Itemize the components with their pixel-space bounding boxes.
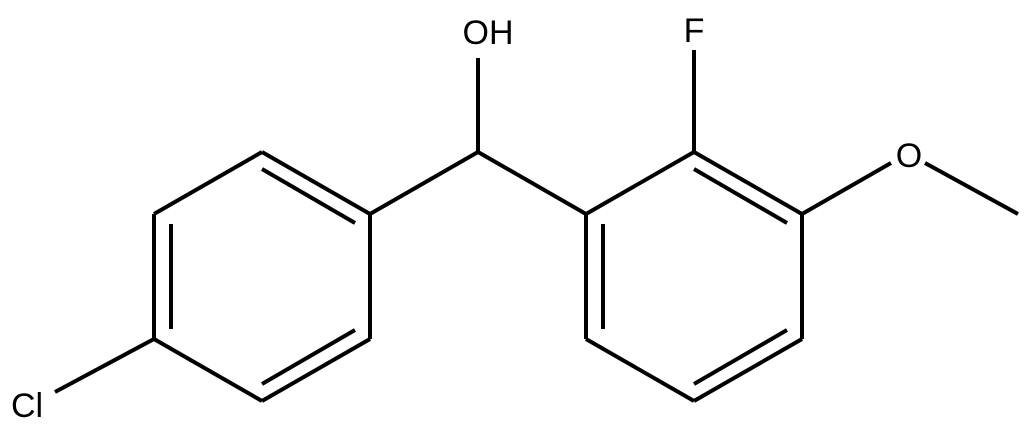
bond-methoxy-oxygen (801, 161, 892, 216)
bond-fluorophenyl-ring-5 (585, 337, 695, 403)
bonds (54, 50, 1019, 403)
bond-carbinol-fluorophenyl (477, 150, 587, 216)
hydroxyl-label: OH (463, 14, 514, 52)
bond-methoxy-methyl (924, 161, 1019, 216)
chlorine-label: Cl (11, 387, 43, 425)
bond-chlorophenyl-ring-2 (153, 150, 263, 216)
bond-fluorophenyl-ring-2-inner (692, 167, 789, 225)
fluorine-label: F (684, 12, 705, 50)
bond-fluorophenyl-ring-4-inner (692, 328, 789, 386)
methoxy-oxygen-label: O (896, 137, 922, 175)
bond-chlorophenyl-ring-1 (261, 150, 371, 216)
bond-carbinol-chlorophenyl (369, 150, 479, 216)
bond-chlorine (54, 337, 155, 394)
bond-chlorophenyl-ring-4 (153, 337, 263, 403)
bond-fluorophenyl-ring-4 (693, 337, 803, 403)
bond-chlorophenyl-ring-5-inner (260, 328, 357, 386)
bond-chlorophenyl-ring-5 (261, 337, 371, 403)
bond-chlorophenyl-ring-1-inner (260, 167, 357, 225)
atom-labels: OH F O Cl (11, 12, 922, 425)
bond-fluorophenyl-ring-2 (693, 150, 803, 216)
bond-fluorophenyl-ring-1 (585, 150, 695, 216)
